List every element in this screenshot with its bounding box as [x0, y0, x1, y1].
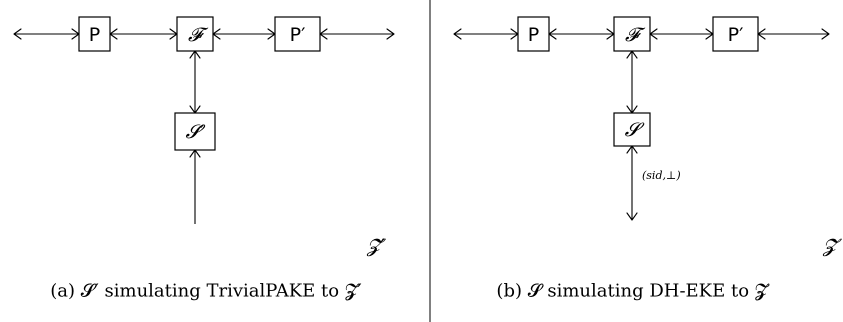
node-p-label: P [528, 24, 539, 46]
edge-p-prime-to-right [757, 28, 830, 40]
node-p: P [78, 16, 111, 52]
node-p-label: P [89, 24, 100, 46]
edge-left-to-p [453, 28, 519, 40]
edge-f-to-simulator [626, 50, 638, 114]
edge-left-to-p [13, 28, 80, 40]
panel-b: P 𝓕 P′ 𝓢 (sid,⊥) 𝓩 (b) 𝓢 simulating DH-E… [453, 16, 842, 302]
environment-label-a: 𝓩′ [366, 235, 386, 257]
environment-label-b: 𝓩 [822, 235, 842, 257]
edge-label-sid-bottom: (sid,⊥) [642, 169, 681, 182]
caption-a: (a) 𝓢′ simulating TrivialPAKE to 𝓩′ [50, 281, 361, 302]
node-p: P [517, 16, 550, 52]
node-simulator: 𝓢 [613, 112, 651, 147]
edge-p-to-f [109, 28, 178, 40]
node-simulator: 𝓢′ [174, 112, 216, 151]
node-p-prime-label: P′ [290, 24, 306, 46]
node-p-prime: P′ [712, 16, 759, 52]
edge-f-to-p-prime [649, 28, 714, 40]
edge-p-prime-to-right [319, 28, 395, 40]
node-p-prime-label: P′ [728, 24, 744, 46]
edge-f-to-p-prime [212, 28, 276, 40]
edge-environment-to-simulator [189, 149, 201, 224]
node-p-prime: P′ [274, 16, 321, 52]
edge-p-to-f [548, 28, 615, 40]
edge-f-to-simulator [189, 50, 201, 114]
node-f: 𝓕 [176, 16, 214, 52]
edge-simulator-to-environment [626, 145, 638, 221]
panel-a: P 𝓕 P′ 𝓢′ 𝓩′ (a) 𝓢′ simulating TrivialPA… [13, 16, 395, 302]
node-f: 𝓕 [613, 16, 651, 52]
node-simulator-label: 𝓢′ [185, 121, 205, 143]
caption-b: (b) 𝓢 simulating DH-EKE to 𝓩 [496, 281, 769, 302]
